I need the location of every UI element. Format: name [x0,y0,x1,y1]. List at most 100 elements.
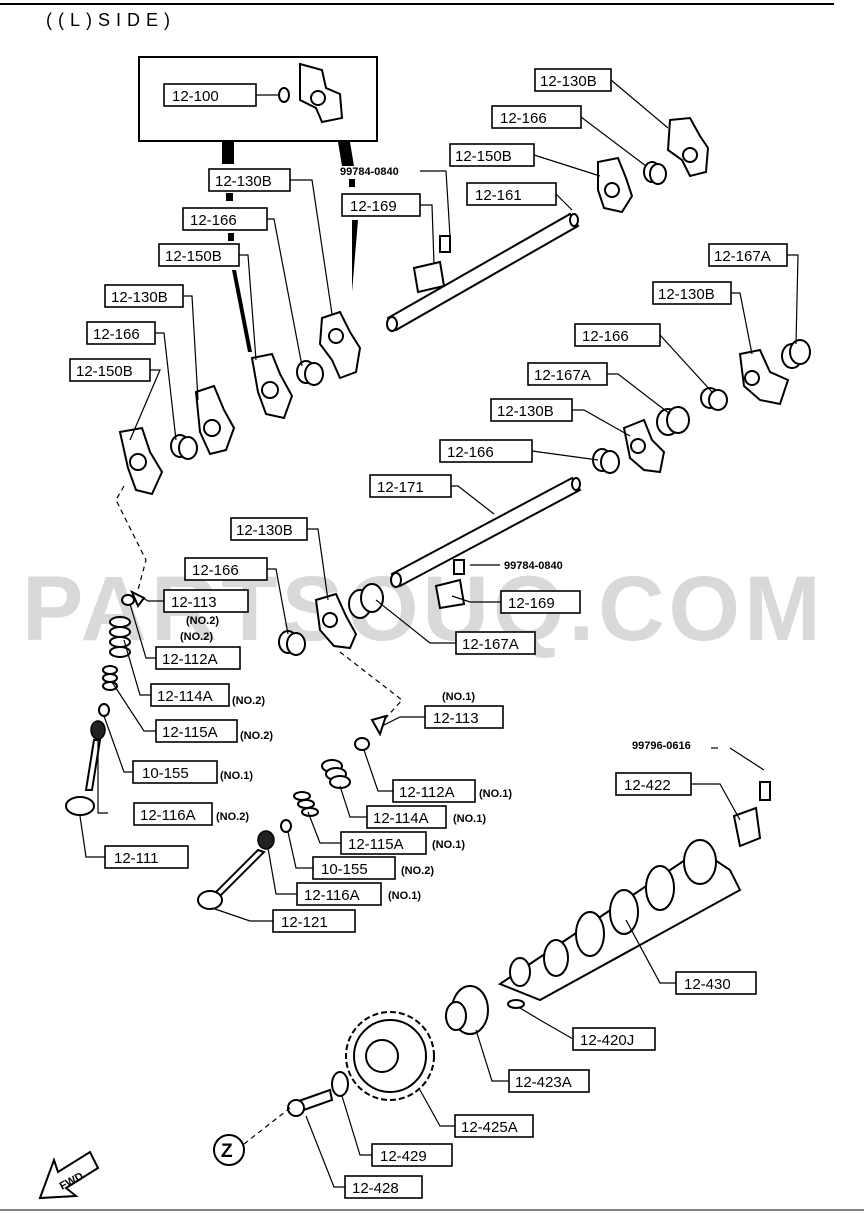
page-title: ((L)SIDE) [46,10,176,30]
label-12-113-left[interactable]: 12-113 [163,589,249,613]
label-99784-0840-top[interactable]: 99784-0840 [340,166,399,178]
label-12-169-lower[interactable]: 12-169 [500,590,581,614]
bushing-167a-lower-icon [348,583,384,619]
rocker-arm-left-icon [194,384,236,456]
label-12-166-left[interactable]: 12-166 [86,321,156,345]
label-12-114a-right[interactable]: 12-114A [366,805,447,829]
note-no2-b: (NO.2) [180,631,213,643]
note-no1-c: (NO.1) [479,788,512,800]
label-12-130b-top-right[interactable]: 12-130B [534,68,612,92]
label-12-130b-center[interactable]: 12-130B [490,398,573,422]
note-no1-a: (NO.1) [442,691,475,703]
label-12-130b-left[interactable]: 12-130B [104,284,184,308]
label-12-150b-top-right[interactable]: 12-150B [449,143,535,167]
label-12-166-top-right[interactable]: 12-166 [491,105,582,129]
spring-top-right-icon [643,161,667,185]
valve-stack-no1-icon [197,714,388,910]
label-12-113-right[interactable]: 12-113 [424,705,504,729]
gear-423a-icon [445,985,489,1035]
note-no1-e: (NO.1) [432,839,465,851]
label-99796-0616[interactable]: 99796-0616 [632,740,691,752]
svg-text:12-113: 12-113 [171,594,217,611]
label-10-155-right[interactable]: 10-155 [312,856,396,880]
thrust-plate-422-icon [732,781,771,848]
label-12-115a-right[interactable]: 12-115A [340,831,427,855]
label-12-100[interactable]: 12-100 [163,83,257,107]
label-12-112a-left[interactable]: 12-112A [155,646,241,670]
label-12-114a-left[interactable]: 12-114A [150,683,230,707]
label-12-430[interactable]: 12-430 [675,971,757,995]
rocker-shaft-171-icon [390,476,582,588]
label-12-422[interactable]: 12-422 [615,772,692,796]
svg-text:12-130B: 12-130B [540,73,597,90]
label-12-111[interactable]: 12-111 [104,845,189,869]
label-12-130b-mid[interactable]: 12-130B [208,168,291,192]
svg-text:12-114A: 12-114A [157,688,213,705]
label-12-112a-right[interactable]: 12-112A [392,779,476,803]
svg-text:12-430: 12-430 [684,976,731,993]
spring-right-icon [700,387,728,411]
svg-text:12-130B: 12-130B [111,289,168,306]
note-no2-d: (NO.2) [240,730,273,742]
svg-text:12-112A: 12-112A [399,784,455,801]
svg-text:12-130B: 12-130B [658,286,715,303]
svg-text:12-130B: 12-130B [497,403,554,420]
svg-text:12-166: 12-166 [582,328,629,345]
label-12-150b-left[interactable]: 12-150B [69,358,151,382]
note-no1-f: (NO.1) [388,890,421,902]
label-12-121[interactable]: 12-121 [272,909,356,933]
label-12-171[interactable]: 12-171 [369,474,452,498]
note-no1-b: (NO.1) [220,770,253,782]
label-12-116a-left[interactable]: 12-116A [133,802,213,826]
svg-text:12-130B: 12-130B [236,522,293,539]
label-10-155-left[interactable]: 10-155 [132,760,218,784]
svg-text:Z: Z [221,1141,233,1162]
label-12-130b-lower[interactable]: 12-130B [230,517,308,541]
label-12-429[interactable]: 12-429 [371,1143,453,1167]
camshaft-icon [497,839,742,1002]
label-12-167a-right[interactable]: 12-167A [708,243,788,267]
note-no2-a: (NO.2) [186,615,219,627]
label-12-428[interactable]: 12-428 [344,1175,423,1199]
bushing-167a-center-icon [656,406,690,436]
svg-text:12-169: 12-169 [508,595,555,612]
fwd-arrow-icon: FWD [38,1150,100,1200]
label-12-115a-left[interactable]: 12-115A [155,719,238,743]
label-12-167a-center[interactable]: 12-167A [527,362,608,386]
label-12-423a[interactable]: 12-423A [508,1069,590,1093]
svg-text:12-114A: 12-114A [373,810,429,827]
label-12-116a-right[interactable]: 12-116A [296,882,382,906]
note-no2-c: (NO.2) [232,695,265,707]
valve-stack-no2-icon [65,589,146,816]
svg-text:12-420J: 12-420J [580,1032,634,1049]
label-12-161[interactable]: 12-161 [466,182,557,206]
label-12-166-center[interactable]: 12-166 [439,439,533,463]
rocker-arm-lower-icon [314,592,358,650]
label-12-169-top[interactable]: 12-169 [341,193,421,217]
rocker-arm-150b-mid-icon [250,352,294,420]
svg-text:12-100: 12-100 [172,88,219,105]
svg-text:10-155: 10-155 [142,765,189,782]
label-12-150b-mid[interactable]: 12-150B [158,243,240,267]
note-no1-d: (NO.1) [453,813,486,825]
svg-text:12-429: 12-429 [380,1148,427,1165]
label-12-166-right[interactable]: 12-166 [574,323,661,347]
svg-text:12-150B: 12-150B [165,248,222,265]
rocker-arm-150b-left-icon [118,426,164,496]
key-420j-icon [507,999,525,1009]
bracket-169-top-icon [412,235,451,294]
label-12-420j[interactable]: 12-420J [572,1027,656,1051]
label-12-166-mid[interactable]: 12-166 [182,207,268,231]
label-12-130b-right[interactable]: 12-130B [652,281,732,305]
rocker-arm-right-icon [738,348,790,406]
note-no2-f: (NO.2) [401,865,434,877]
label-12-166-lower[interactable]: 12-166 [184,557,268,581]
svg-text:12-425A: 12-425A [461,1119,518,1136]
rocker-arm-150b-top-icon [597,156,634,214]
label-12-425a[interactable]: 12-425A [454,1114,534,1138]
rocker-arm-center-icon [622,418,666,474]
spring-left-icon [170,434,198,460]
label-12-167a-lower[interactable]: 12-167A [455,631,536,655]
bracket-169-lower-icon [434,559,466,610]
label-99784-0840-lower[interactable]: 99784-0840 [504,560,563,572]
